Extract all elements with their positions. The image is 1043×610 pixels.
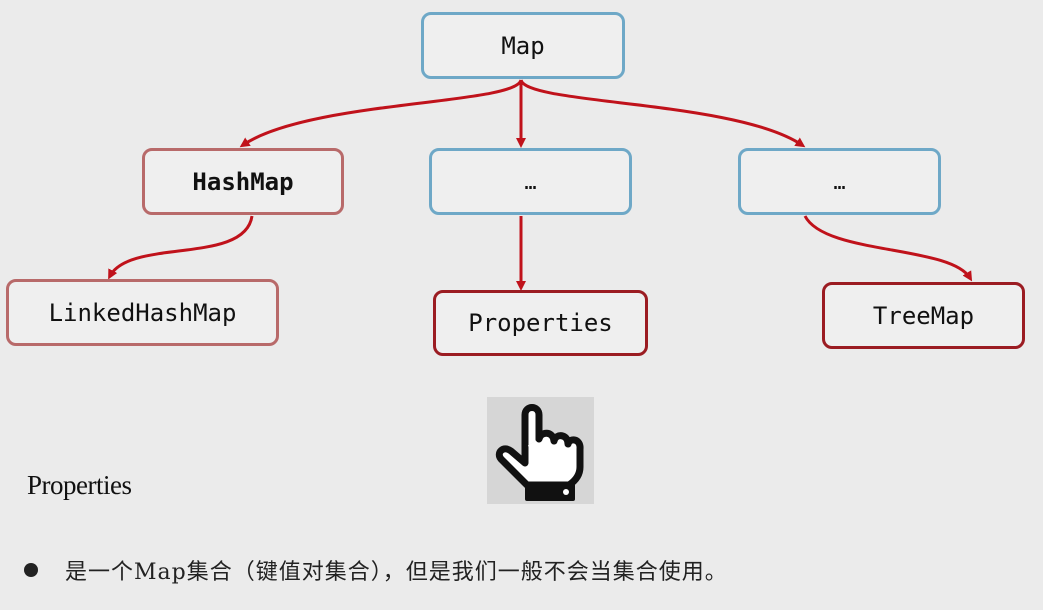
bullet-text: 是一个Map集合（键值对集合），但是我们一般不会当集合使用。 (65, 560, 728, 585)
node-linkedhashmap-label: LinkedHashMap (48, 298, 237, 327)
node-middle-placeholder: … (429, 148, 632, 215)
node-linkedhashmap: LinkedHashMap (6, 279, 279, 346)
node-treemap: TreeMap (822, 282, 1025, 349)
node-properties: Properties (433, 290, 648, 356)
node-properties-label: Properties (468, 309, 613, 337)
node-right-placeholder-label: … (833, 169, 846, 194)
arrow-right-to-treemap (803, 215, 973, 282)
node-hashmap: HashMap (142, 148, 344, 215)
arrow-map-to-right (519, 79, 806, 148)
node-right-placeholder: … (738, 148, 941, 215)
arrow-map-to-hashmap (239, 79, 523, 148)
pointing-hand-icon (487, 397, 594, 504)
bullet-dot-icon (24, 563, 38, 577)
node-treemap-label: TreeMap (872, 301, 975, 330)
node-hashmap-label: HashMap (192, 167, 294, 196)
section-title: Properties (27, 470, 132, 500)
node-map-label: Map (501, 31, 545, 60)
bullet-item: 是一个Map集合（键值对集合），但是我们一般不会当集合使用。 (24, 554, 728, 586)
node-map: Map (421, 12, 625, 79)
node-middle-placeholder-label: … (524, 169, 537, 194)
arrow-hashmap-to-linkedhashmap (108, 215, 254, 280)
